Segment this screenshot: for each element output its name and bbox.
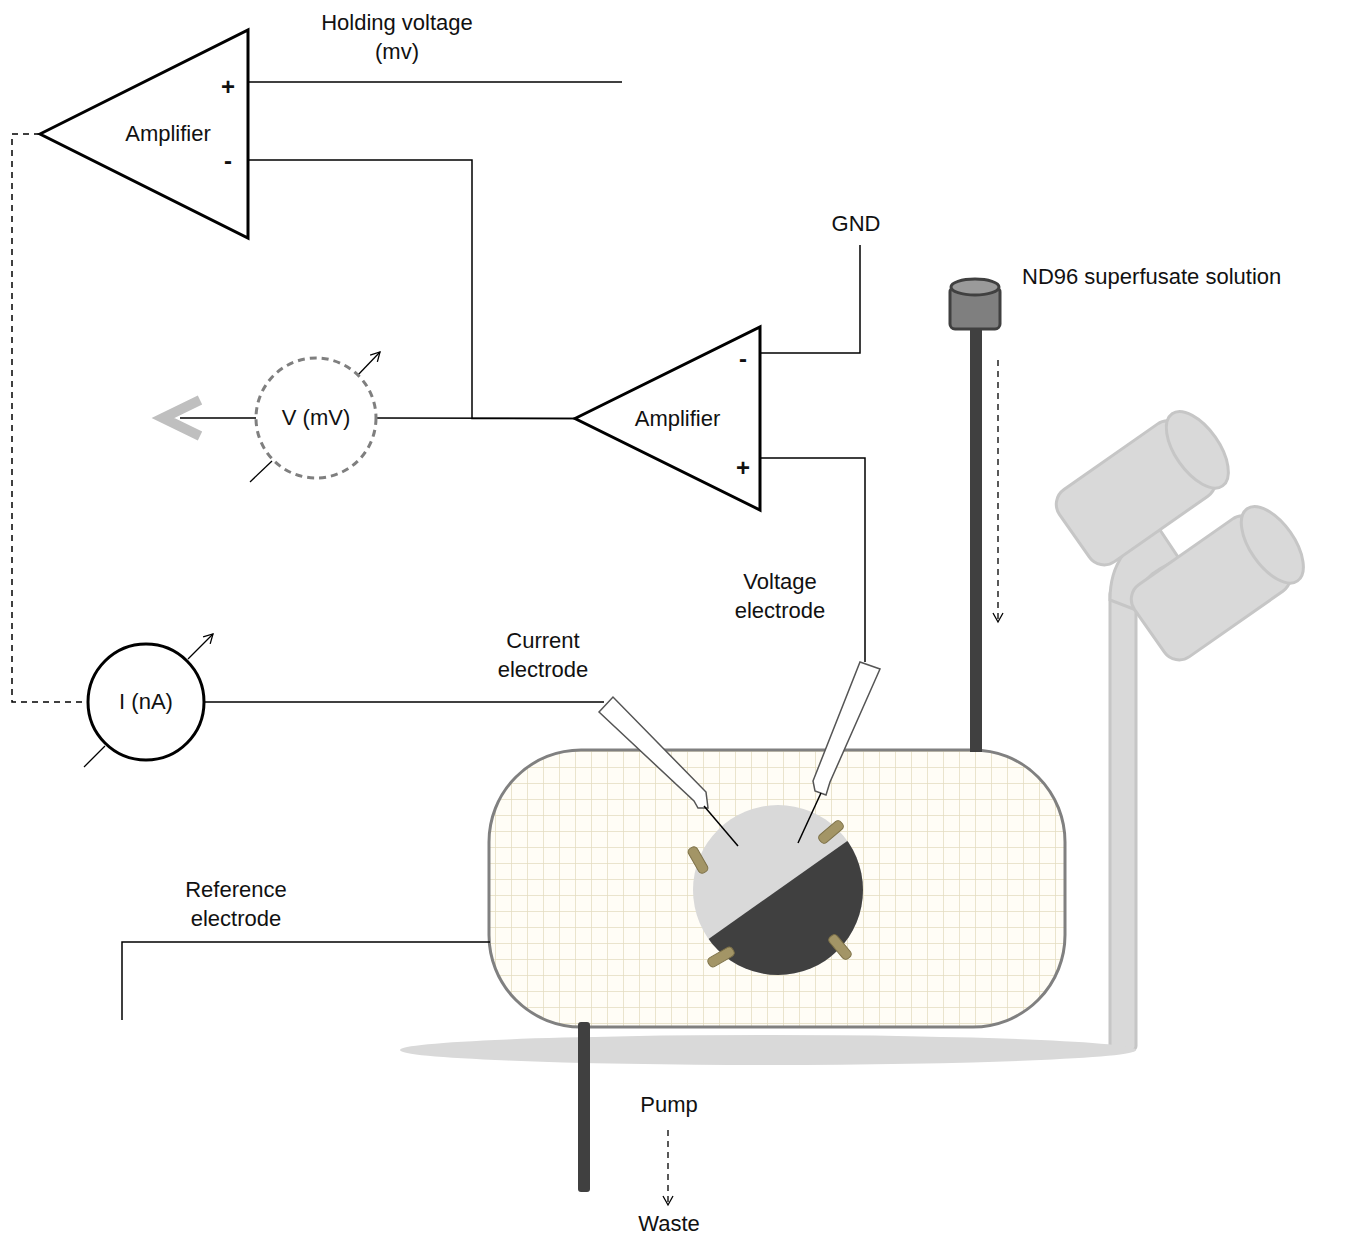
amplifier-symbol: Amplifier xyxy=(40,30,248,238)
voltage-electrode xyxy=(798,662,880,843)
annotation-label: Voltage electrode xyxy=(715,568,845,625)
annotation-label: Waste xyxy=(638,1210,700,1239)
amplifier-symbol: Amplifier xyxy=(575,327,760,510)
meter-needles xyxy=(84,352,380,767)
chamber-shadow xyxy=(400,1035,1136,1065)
inflow-tube xyxy=(950,279,1000,752)
output-line xyxy=(180,417,256,419)
annotation-label: Pump xyxy=(640,1091,697,1120)
pin-sign: - xyxy=(739,343,747,374)
ammeter-symbol: I (nA) xyxy=(88,644,204,760)
node-label: Amplifier xyxy=(635,406,721,432)
annotation-label: Current electrode xyxy=(478,627,608,684)
annotation-label: Holding voltage (mv) xyxy=(302,9,492,66)
oocyte xyxy=(687,805,900,1000)
node-label: Amplifier xyxy=(125,121,211,147)
recording-chamber xyxy=(489,750,1065,1027)
pin-sign: - xyxy=(224,145,232,176)
annotation-label: ND96 superfusate solution xyxy=(1022,263,1281,292)
node-label: I (nA) xyxy=(119,689,173,715)
signal-wire xyxy=(12,134,88,702)
pin-sign: + xyxy=(221,71,235,102)
node-label: V (mV) xyxy=(282,405,350,431)
pin-sign: + xyxy=(736,452,750,483)
annotation-label: Reference electrode xyxy=(166,876,306,933)
microscope xyxy=(1049,401,1315,1050)
voltmeter-symbol: V (mV) xyxy=(256,358,376,478)
annotation-label: GND xyxy=(832,210,881,239)
current-electrode xyxy=(599,697,738,846)
